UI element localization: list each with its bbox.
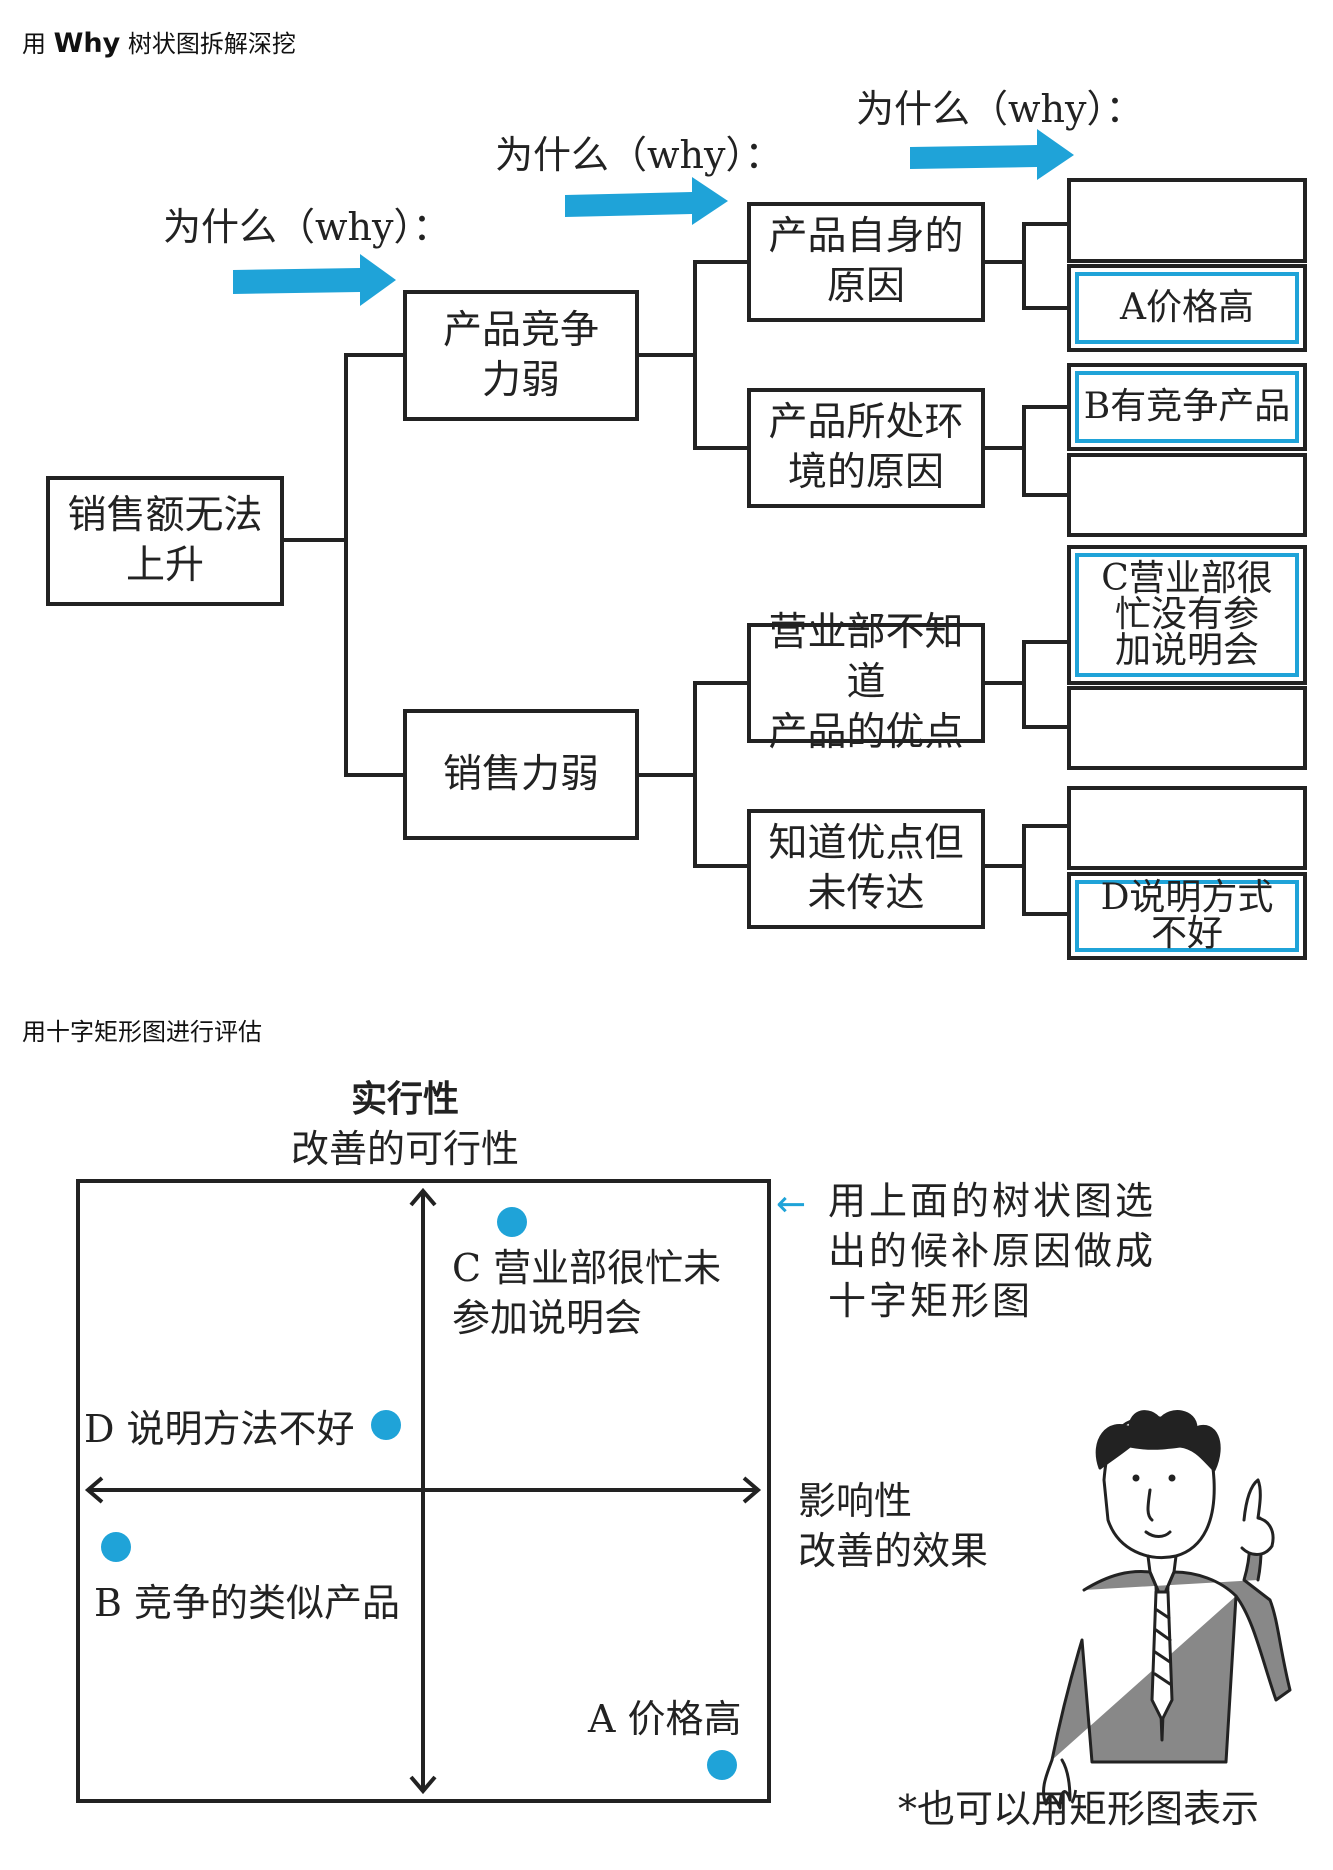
section2-caption: 用十字矩形图进行评估: [22, 1018, 262, 1046]
why-label-2: 为什么（why）：: [495, 133, 783, 177]
why-label-1: 为什么（why）：: [163, 205, 451, 249]
tree-root: 销售额无法 上升: [46, 476, 284, 606]
tree-leaf-4: [1067, 453, 1307, 537]
footnote: *也可以用矩形图表示: [898, 1787, 1260, 1831]
section1-caption: 用 Why 树状图拆解深挖: [22, 28, 296, 59]
why-arrows: [233, 129, 1074, 306]
x-axis-arrow-right: [742, 1476, 762, 1504]
tree-level1-product: 产品竞争 力弱: [403, 290, 639, 421]
x-axis-subtitle: 改善的效果: [798, 1529, 989, 1573]
tree-level2-sales-untold: 知道优点但 未传达: [747, 809, 985, 929]
label-b: B 竞争的类似产品: [94, 1581, 401, 1625]
tree-level2-product-self: 产品自身的 原因: [747, 202, 985, 322]
y-axis-arrow-bottom: [409, 1775, 437, 1795]
point-c: [497, 1207, 527, 1237]
tree-leaf-7: [1067, 786, 1307, 870]
y-axis-title: 实行性: [350, 1079, 459, 1120]
why-label-3: 为什么（why）：: [856, 87, 1144, 131]
tree-leaf-1: [1067, 178, 1307, 263]
point-b: [101, 1532, 131, 1562]
why-arrow-1: [233, 254, 396, 306]
point-d: [371, 1410, 401, 1440]
label-c: C 营业部很忙未 参加说明会: [452, 1246, 722, 1341]
label-a: A 价格高: [588, 1697, 742, 1741]
tree-leaf-c-busy: C营业部很 忙没有参 加说明会: [1067, 545, 1307, 685]
matrix-axes: [76, 1179, 771, 1803]
why-arrow-3: [910, 129, 1074, 180]
caption-bold-why: Why: [53, 28, 121, 59]
tree-level2-sales-unaware: 营业部不知道 产品的优点: [747, 610, 985, 755]
tree-leaf-d-method: D说明方式 不好: [1067, 872, 1307, 960]
businessman-illustration: [1042, 1410, 1292, 1810]
tree-leaf-a-price: A价格高: [1067, 264, 1307, 352]
matrix-frame: [76, 1179, 771, 1803]
y-axis-arrow-top: [409, 1187, 437, 1207]
y-axis-subtitle: 改善的可行性: [290, 1127, 519, 1171]
label-d: D 说明方法不好: [84, 1407, 355, 1451]
tree-leaf-b-competitor: B有竞争产品: [1067, 363, 1307, 451]
tree-level1-sales: 销售力弱: [403, 709, 639, 840]
point-a: [707, 1750, 737, 1780]
x-axis-arrow-left: [84, 1476, 104, 1504]
matrix-note: 用上面的树状图选 出的候补原因做成 十字矩形图: [828, 1179, 1157, 1324]
tree-level2-product-env: 产品所处环 境的原因: [747, 388, 985, 508]
x-axis-title: 影响性: [798, 1479, 913, 1523]
tree-connectors: [279, 222, 1070, 916]
tree-leaf-6: [1067, 686, 1307, 770]
why-arrow-2: [565, 177, 728, 225]
note-arrow: ←: [776, 1184, 807, 1225]
